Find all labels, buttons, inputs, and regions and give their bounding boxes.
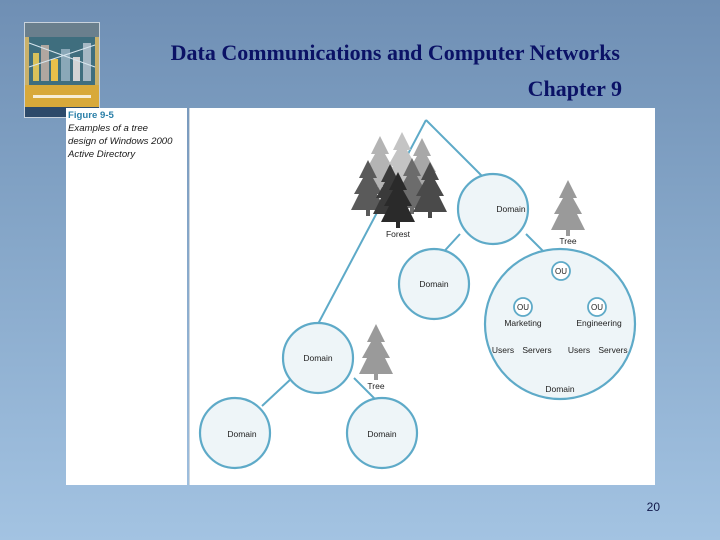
- tree-bottom-label: Tree: [367, 381, 384, 391]
- servers-left-label: Servers: [522, 345, 551, 355]
- domain-node-ou-container: [483, 247, 637, 401]
- book-cover-thumbnail: [24, 22, 100, 118]
- domain-node-lower: [281, 321, 355, 395]
- engineering-label: Engineering: [576, 318, 622, 328]
- diagram-panel: Forest Tree Domain Domain Domain Domain …: [189, 108, 655, 485]
- forest-icon: [351, 132, 447, 228]
- caption-line-2: design of Windows 2000: [68, 136, 173, 147]
- tree-icon-top: [551, 180, 585, 236]
- domain-node-top: [456, 172, 530, 246]
- ou-marketing-label: OU: [517, 303, 529, 312]
- users-right-label: Users: [568, 345, 590, 355]
- figure-number: Figure 9-5: [68, 110, 114, 121]
- ou-node-marketing: [513, 297, 533, 317]
- ou-node-engineering: [587, 297, 607, 317]
- domain-bottom-left-label: Domain: [227, 429, 257, 439]
- domain-lower-label: Domain: [303, 353, 333, 363]
- ou-engineering-label: OU: [591, 303, 603, 312]
- active-directory-diagram: Forest Tree Domain Domain Domain Domain …: [198, 119, 637, 470]
- forest-label: Forest: [386, 229, 411, 239]
- slide-subtitle: Chapter 9: [527, 76, 622, 101]
- marketing-label: Marketing: [504, 318, 542, 328]
- domain-bottom-right-label: Domain: [367, 429, 397, 439]
- tree-icon-bottom: [359, 324, 393, 380]
- domain-node-bottom-left: [198, 396, 272, 470]
- servers-right-label: Servers: [598, 345, 627, 355]
- domain-node-middle: [397, 247, 471, 321]
- domain-middle-label: Domain: [419, 279, 449, 289]
- page-number: 20: [646, 500, 660, 514]
- caption-line-1: Examples of a tree: [68, 123, 148, 134]
- slide-title: Data Communications and Computer Network…: [170, 40, 620, 65]
- users-left-label: Users: [492, 345, 514, 355]
- ou-node-root: [551, 261, 571, 281]
- domain-top-label: Domain: [496, 204, 526, 214]
- domain-ou-label: Domain: [545, 384, 575, 394]
- figure-caption-panel: Figure 9-5 Examples of a tree design of …: [66, 108, 187, 485]
- ou-root-label: OU: [555, 267, 567, 276]
- book-cover-image: [25, 23, 99, 117]
- domain-node-bottom-right: [345, 396, 419, 470]
- tree-top-label: Tree: [559, 236, 576, 246]
- caption-line-3: Active Directory: [68, 149, 136, 160]
